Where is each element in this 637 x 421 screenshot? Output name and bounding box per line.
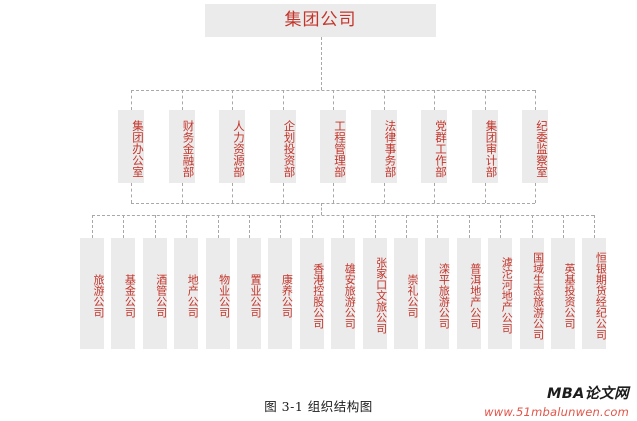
connector-department-drop (434, 90, 435, 110)
connector-subsidiary-drop (563, 215, 564, 238)
org-node-subsidiary: 滹沱河地产公司 (488, 238, 513, 349)
org-node-department: 集团办公室 (118, 110, 145, 183)
connector-department-tail (181, 183, 183, 203)
org-node-subsidiary: 英基投资公司 (551, 238, 576, 349)
connector-subsidiary-drop (343, 215, 345, 238)
watermark-url: www.51mbalunwen.com (484, 405, 629, 419)
org-node-subsidiary: 基金公司 (111, 238, 136, 349)
org-node-subsidiary: 香港控股公司 (299, 238, 325, 349)
connector-department-tail (383, 183, 385, 203)
connector-department-drop (383, 90, 385, 110)
connector-subsidiary-drop (123, 215, 125, 238)
connector-subsidiary-drop (154, 215, 156, 238)
org-node-department: 纪委监察室 (522, 110, 549, 183)
connector-root-stem (320, 37, 322, 90)
org-node-department: 人力资源部 (219, 110, 246, 183)
org-node-department: 法律事务部 (370, 110, 398, 183)
watermark-title: MBA论文网 (546, 386, 629, 402)
connector-subsidiary-stem (320, 203, 322, 215)
connector-subsidiary-drop (437, 215, 439, 238)
org-node-subsidiary: 置业公司 (237, 238, 262, 349)
connector-department-tail (333, 183, 334, 203)
connector-department-tail (535, 183, 536, 203)
connector-department-lower-bus (131, 203, 535, 204)
org-node-subsidiary: 滦平旅游公司 (425, 238, 450, 349)
org-node-department: 集团审计部 (471, 110, 499, 183)
connector-department-drop (181, 90, 183, 110)
figure-caption: 图 3-1 组织结构图 (264, 399, 373, 414)
org-node-department: 财务金融部 (168, 110, 196, 183)
org-node-department: 工程管理部 (320, 110, 347, 183)
connector-subsidiary-drop (280, 215, 282, 238)
connector-department-tail (484, 183, 486, 203)
org-node-subsidiary: 酒管公司 (142, 238, 168, 349)
connector-department-drop (484, 90, 486, 110)
org-node-subsidiary: 国域生态旅游公司 (519, 238, 545, 349)
org-node-subsidiary: 地产公司 (174, 238, 199, 349)
connector-department-drop (131, 90, 132, 110)
org-node-subsidiary: 普洱地产公司 (456, 238, 482, 349)
connector-subsidiary-drop (468, 215, 470, 238)
connector-department-tail (232, 183, 233, 203)
org-node-subsidiary: 张家口文旅公司 (362, 238, 388, 349)
connector-department-tail (434, 183, 435, 203)
connector-subsidiary-drop (92, 215, 93, 238)
org-node-subsidiary: 崇礼公司 (394, 238, 419, 349)
org-node-root: 集团公司 (205, 4, 436, 37)
connector-department-tail (131, 183, 132, 203)
connector-subsidiary-drop (217, 215, 219, 238)
org-node-department: 企划投资部 (269, 110, 297, 183)
connector-department-tail (282, 183, 284, 203)
connector-department-drop (535, 90, 536, 110)
org-node-subsidiary: 物业公司 (205, 238, 231, 349)
connector-subsidiary-drop (531, 215, 533, 238)
org-node-subsidiary: 旅游公司 (80, 238, 105, 349)
org-node-subsidiary: 恒银期货经纪公司 (582, 238, 607, 349)
org-node-department: 党群工作部 (421, 110, 448, 183)
connector-subsidiary-drop (311, 215, 313, 238)
connector-department-drop (333, 90, 334, 110)
org-node-subsidiary: 雄安旅游公司 (331, 238, 356, 349)
connector-subsidiary-drop (374, 215, 376, 238)
watermark: MBA论文网 www.51mbalunwen.com (484, 382, 629, 419)
connector-department-drop (282, 90, 284, 110)
connector-subsidiary-drop (249, 215, 250, 238)
connector-subsidiary-drop (406, 215, 407, 238)
connector-subsidiary-drop (186, 215, 188, 238)
org-node-subsidiary: 康养公司 (268, 238, 293, 349)
connector-subsidiary-drop (500, 215, 502, 238)
connector-department-drop (232, 90, 233, 110)
connector-subsidiary-drop (594, 215, 596, 238)
